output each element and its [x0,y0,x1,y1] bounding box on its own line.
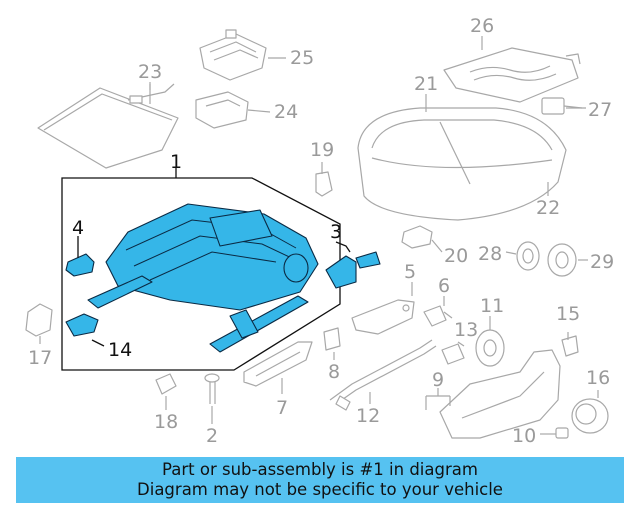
part-29-knob [547,243,577,277]
part-10-screw [555,427,569,439]
part-24-control-unit [195,91,249,129]
info-banner: Part or sub-assembly is #1 in diagram Di… [16,457,624,503]
part-17-clip [25,303,53,337]
part-4-bracket [65,253,95,277]
part-2-bolt [204,373,220,404]
part-26-cushion-pad [443,47,581,103]
part-12-cable [329,339,437,411]
callout-7: 7 [276,397,288,419]
callout-18: 18 [154,411,178,433]
part-28-disc [516,241,540,271]
callout-4: 4 [72,217,84,239]
part-20-bracket [401,225,433,249]
part-5-bracket [351,299,415,335]
callout-21: 21 [414,73,438,95]
callout-26: 26 [470,15,494,37]
part-9-side-shield [439,349,561,439]
part-1-boundary [61,177,341,371]
part-18-clip [155,373,177,395]
part-1-seat-frame [87,203,319,353]
callout-19: 19 [310,139,334,161]
part-27-connector [541,97,583,115]
part-8-clip [323,327,341,351]
callout-12: 12 [356,405,380,427]
part-15-clip [561,335,579,357]
callout-27: 27 [588,99,612,121]
callout-10: 10 [512,425,536,447]
callout-15: 15 [556,303,580,325]
part-23-heater-pad [37,83,179,169]
callout-14: 14 [108,339,132,361]
callout-2: 2 [206,425,218,447]
callout-16: 16 [586,367,610,389]
callout-17: 17 [28,347,52,369]
banner-line-2: Diagram may not be specific to your vehi… [137,480,503,499]
callout-5: 5 [404,261,416,283]
part-11-cover [475,329,505,367]
part-19-clip [315,171,333,197]
callout-25: 25 [290,47,314,69]
callout-22: 22 [536,197,560,219]
callout-11: 11 [480,295,504,317]
callout-28: 28 [478,243,502,265]
banner-line-1: Part or sub-assembly is #1 in diagram [162,460,478,479]
callout-20: 20 [444,245,468,267]
part-21-seat-cushion [357,107,567,221]
callout-1: 1 [170,151,182,173]
callout-13: 13 [454,319,478,341]
part-25-module [199,29,267,81]
part-3-bracket [325,251,381,289]
part-7-trim [243,341,313,387]
leader-lines [39,36,599,435]
callout-23: 23 [138,61,162,83]
callout-29: 29 [590,251,614,273]
part-14-cover [65,313,99,337]
callout-6: 6 [438,275,450,297]
part-6-bolt [423,305,453,327]
part-16-cap [571,398,609,434]
callout-labels: 1 2 3 4 5 6 7 8 9 10 11 12 13 14 15 16 1… [28,15,614,447]
callout-3: 3 [330,221,342,243]
callout-8: 8 [328,361,340,383]
parts-diagram: 1 2 3 4 5 6 7 8 9 10 11 12 13 14 15 16 1… [25,15,614,447]
callout-24: 24 [274,101,298,123]
callout-9: 9 [432,369,444,391]
part-13-bolt [441,343,465,365]
